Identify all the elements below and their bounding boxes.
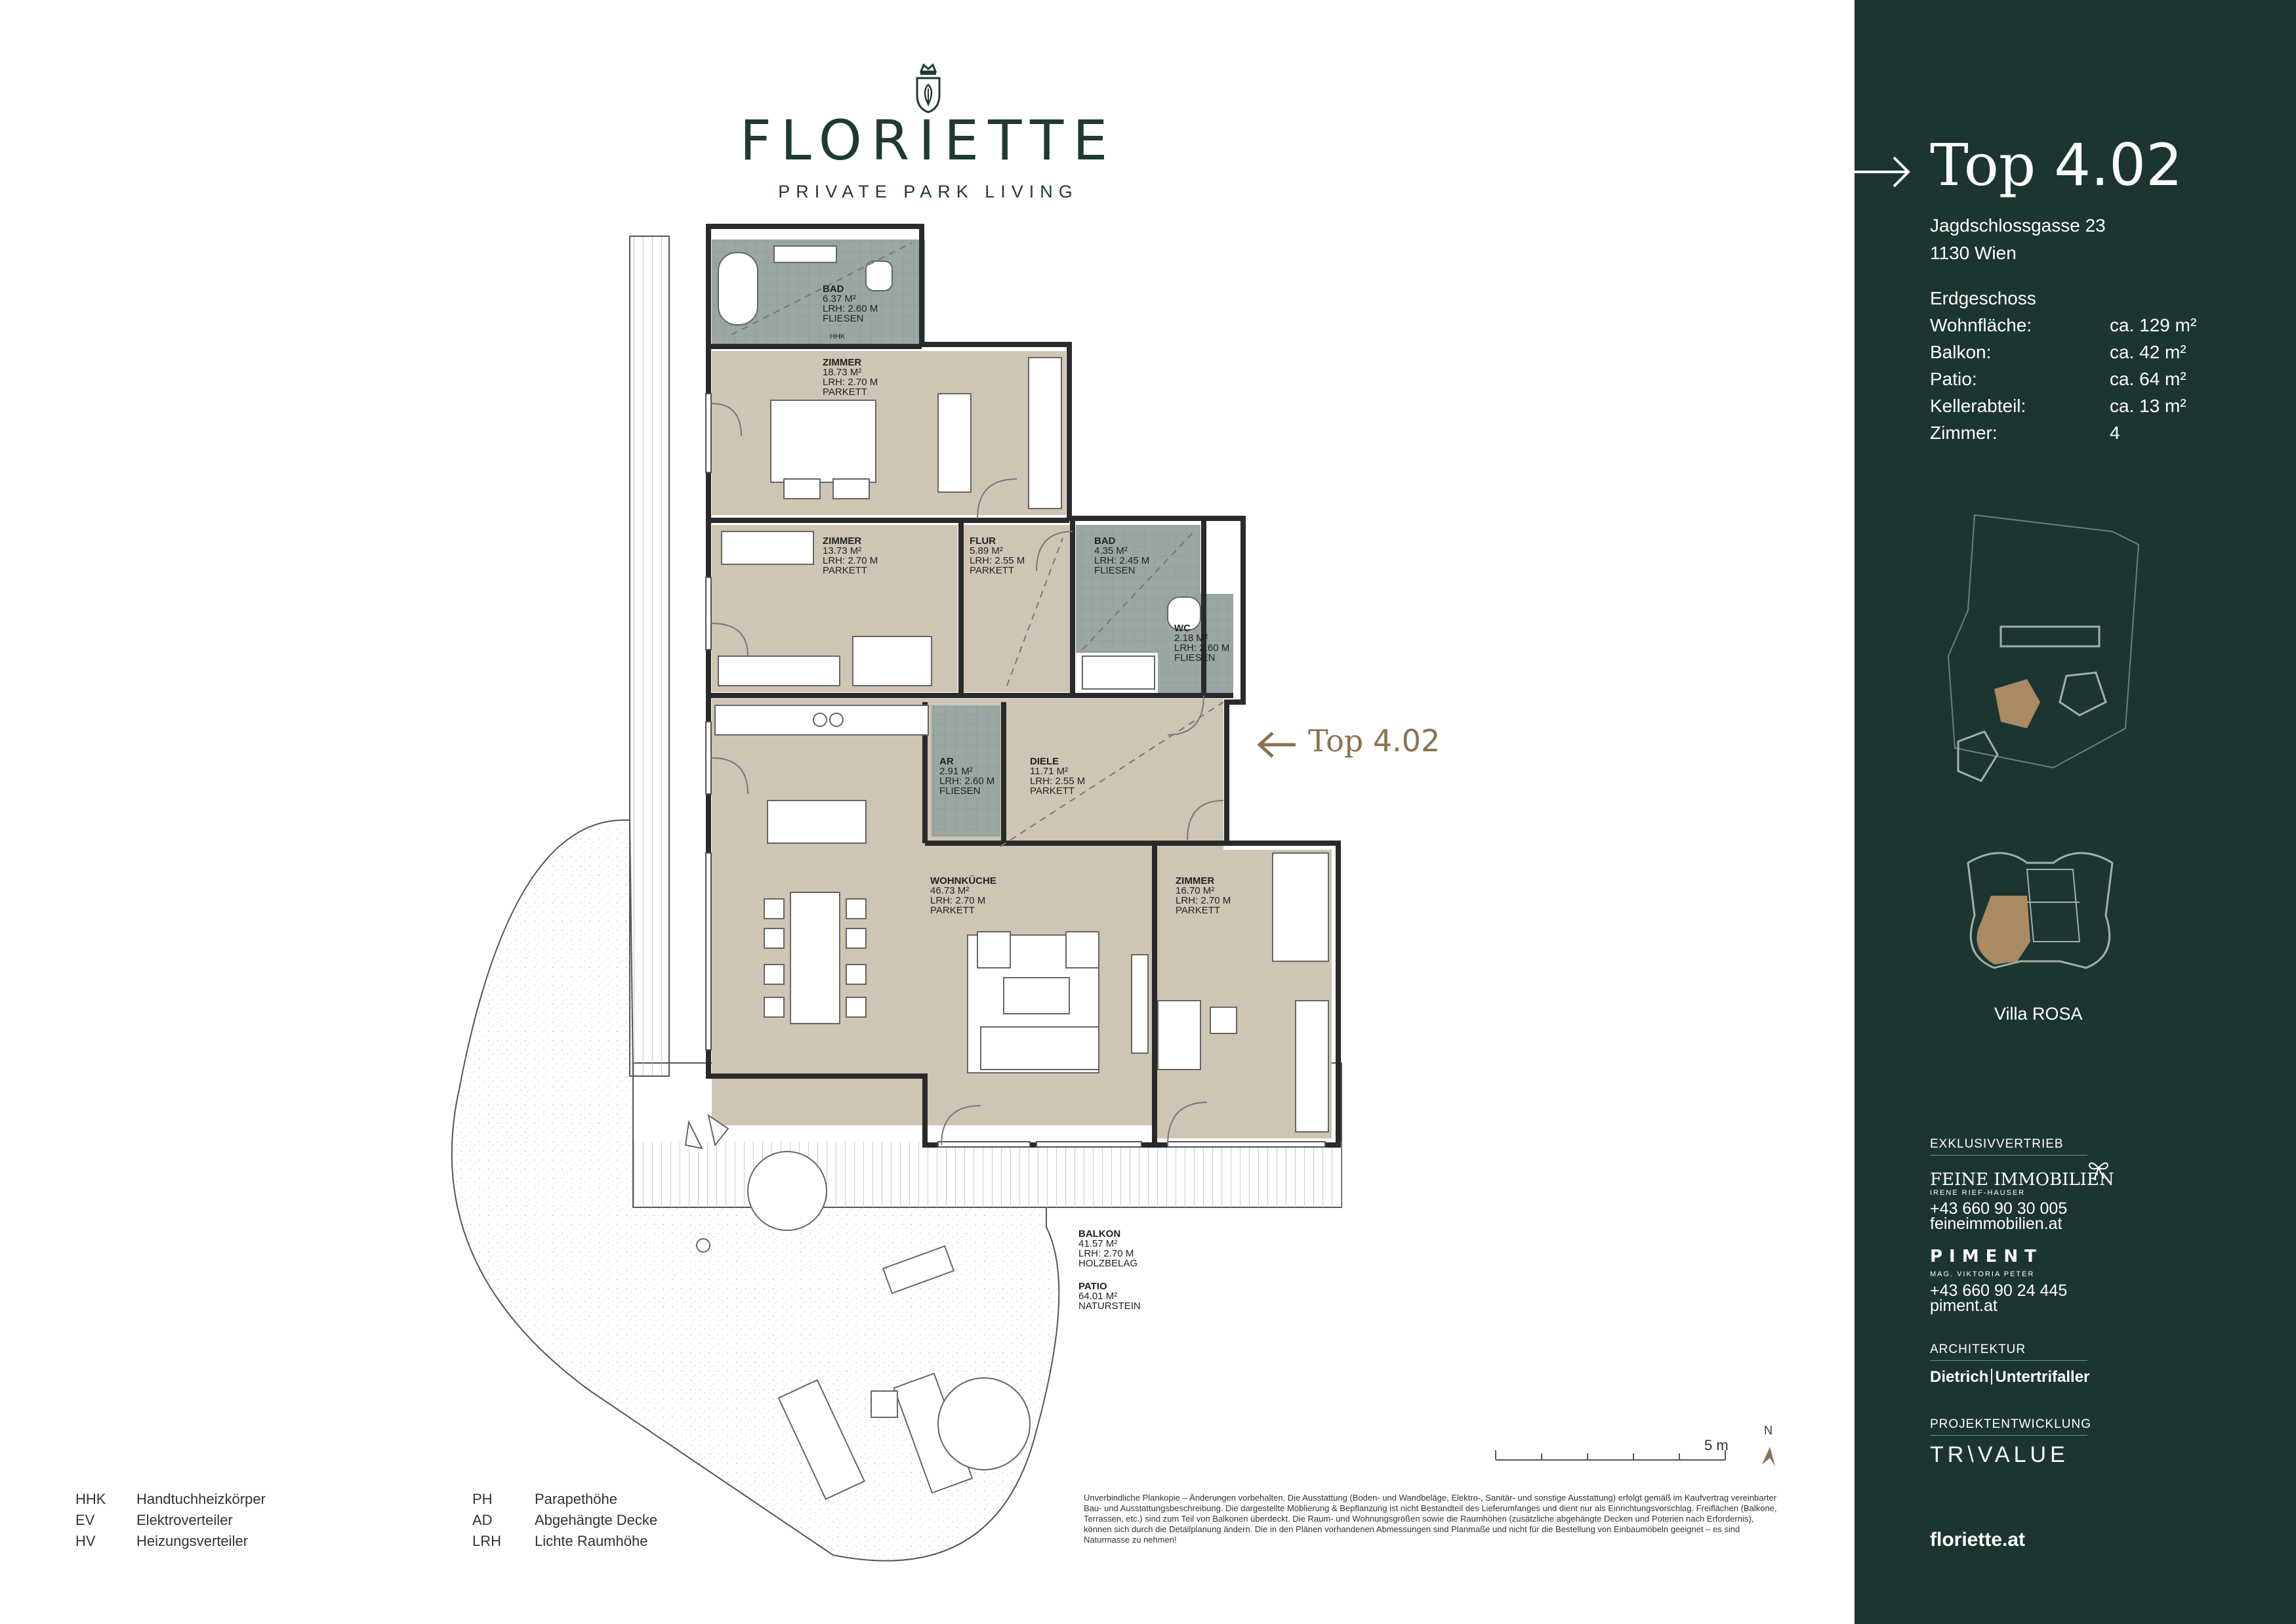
disclaimer: Unverbindliche Plankopie – Änderungen vo…: [1084, 1493, 1777, 1545]
scale-bar: [1495, 1450, 1726, 1461]
legend-desc: Elektroverteiler: [136, 1512, 233, 1528]
legend-abbr: LRH: [472, 1533, 502, 1549]
fact-row: Zimmer:4: [1930, 423, 2120, 443]
building-key-plan: [1967, 852, 2114, 969]
hhk-label: HHK: [830, 333, 846, 341]
legend-desc: Handtuchheizkörper: [136, 1491, 266, 1507]
legend-desc: Heizungsverteiler: [136, 1533, 248, 1549]
section-exklusivvertrieb: EXKLUSIVVERTRIEB: [1930, 1137, 2087, 1156]
legend-desc: Abgehängte Decke: [535, 1512, 658, 1528]
agent-feine-name: FEINE IMMOBILIEN: [1930, 1170, 2114, 1190]
legend-abbr: HV: [75, 1533, 96, 1549]
crest-leaf-icon: [916, 63, 941, 114]
address-city: 1130 Wien: [1930, 243, 2017, 263]
brand-logo: FLORIETTE PRIVATE PARK LIVING: [656, 62, 1200, 202]
villa-label: Villa ROSA: [1994, 1004, 2083, 1024]
scale-label: 5 m: [1704, 1437, 1729, 1453]
furniture: [684, 245, 1329, 1501]
floor-level: Erdgeschoss: [1930, 288, 2036, 308]
agent-feine-sub: IRENE RIEF-HAUSER: [1930, 1189, 2026, 1197]
legend-desc: Lichte Raumhöhe: [535, 1533, 648, 1549]
bow-icon: [2088, 1162, 2109, 1180]
legend-abbr: PH: [472, 1491, 493, 1507]
site-plan-map: [1947, 514, 2140, 782]
balcony-side-deck: [629, 236, 670, 1077]
agent-piment-phone[interactable]: +43 660 90 24 445: [1930, 1281, 2068, 1300]
fact-row: Wohnfläche:ca. 129 m²: [1930, 315, 2197, 335]
legend-abbr: AD: [472, 1512, 493, 1528]
legend-desc: Parapethöhe: [535, 1491, 617, 1507]
north-arrow-icon: [1762, 1447, 1775, 1467]
agent-feine-web[interactable]: feineimmobilien.at: [1930, 1215, 2062, 1233]
brand-name: FLORIETTE: [739, 108, 1117, 173]
fact-row: Balkon:ca. 42 m²: [1930, 342, 2186, 362]
agent-feine-phone[interactable]: +43 660 90 30 005: [1930, 1199, 2068, 1218]
walls: [706, 224, 1341, 1148]
fact-row: Patio:ca. 64 m²: [1930, 369, 2186, 389]
entrance-arrow-icon: [1257, 732, 1296, 758]
unit-title: Top 4.02: [1930, 131, 2183, 199]
brand-tagline: PRIVATE PARK LIVING: [778, 182, 1078, 201]
legend-abbr: HHK: [75, 1491, 106, 1507]
north-label: N: [1764, 1424, 1773, 1437]
legend-abbr: EV: [75, 1512, 95, 1528]
agent-piment-sub: MAG. VIKTORIA PETER: [1930, 1270, 2035, 1278]
agent-piment-name: PIMENT: [1930, 1247, 2043, 1266]
floor-plan: [451, 224, 1775, 1562]
section-architektur: ARCHITEKTUR: [1930, 1343, 2087, 1361]
address-street: Jagdschlossgasse 23: [1930, 215, 2106, 236]
entrance-label: Top 4.02: [1308, 723, 1441, 759]
agent-piment-web[interactable]: piment.at: [1930, 1297, 1998, 1315]
arrow-right-icon: [1855, 156, 1910, 188]
fact-row: Kellerabteil:ca. 13 m²: [1930, 396, 2186, 416]
developer-logo: TR\VALUE: [1930, 1442, 2069, 1467]
website-link[interactable]: floriette.at: [1930, 1529, 2026, 1551]
section-projektentwicklung: PROJEKTENTWICKLUNG: [1930, 1417, 2091, 1436]
